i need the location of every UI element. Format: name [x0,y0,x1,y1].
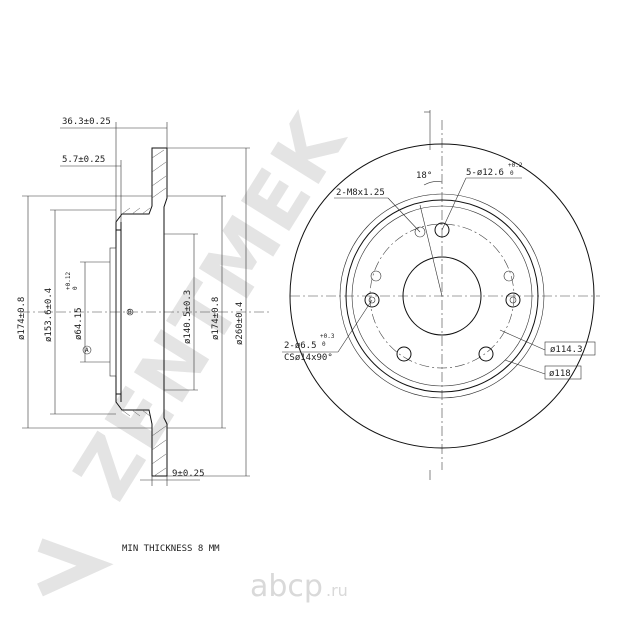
datum-a-marker [82,345,92,355]
datum-a-label: A [85,347,89,354]
d174-left-label: ø174±0.8 [17,297,27,340]
pcd-box [544,341,596,356]
angle-arc [423,181,443,186]
angle-label: 18° [416,171,432,181]
pcd-label: ø114.3 [550,345,583,355]
hat-outer-ring [345,199,539,393]
disc-outer-edge [289,143,595,449]
bolt-hole [364,292,380,308]
leader-holes-5 [441,177,467,231]
d174-right-label: ø174±0.8 [211,297,221,340]
holes-5-label: 5-ø12.6 [466,168,504,178]
d140-label: ø140.5±0.3 [183,290,193,344]
datum-b-marker [126,308,134,316]
d64-label: ø64.15 [74,307,84,340]
datum-b-label: B [128,309,132,316]
threaded-hole [414,226,426,238]
d118-box [544,365,582,380]
bolt-hole [396,346,412,362]
holes-2-tol-lower: 0 [322,341,326,348]
d64-tol-upper: +0.12 [65,272,72,290]
holes-2-label: 2-ø6.5 [284,341,317,351]
bolt-hole [478,346,494,362]
holes-5-tol-upper: +0.2 [508,162,523,169]
leader-threads [387,197,421,233]
front-view: 18° 5-ø12.6 +0.2 0 2-M8x1.25 2-ø6.5 +0.3… [282,110,600,480]
overall-thickness-label: 36.3±0.25 [62,117,111,127]
friction-inner-ring [339,193,545,399]
hat-step-ring [351,205,533,387]
watermark-chevron-icon [37,538,114,597]
leader-pcd [499,329,546,351]
threaded-hole [503,270,515,282]
bolt-hole [505,292,521,308]
holes-5-tol-lower: 0 [510,170,514,177]
angle-ray [419,204,443,297]
holes-2-tol-upper: +0.3 [320,333,335,340]
hub-bore [109,247,117,377]
side-section-view: B A 36.3±0.25 5.7±0.25 9±0.25 ø174±0.8 ø… [17,117,270,486]
store-logo: abcp .ru [250,569,348,604]
disc-section-outline [115,147,168,477]
threads-label: 2-M8x1.25 [336,188,385,198]
d260-label: ø260±0.4 [235,302,245,345]
d118-label: ø118 [549,369,571,379]
csk-label: CSø14x90° [284,353,333,363]
store-logo-tld: .ru [326,581,348,600]
leader-d118 [504,359,546,375]
threaded-holes [370,226,515,282]
bolt-circle [369,223,515,369]
min-thickness-note: MIN THICKNESS 8 MM [122,544,220,554]
center-bore [402,256,482,336]
bolt-hole [434,222,450,238]
store-logo-text: abcp [250,569,323,604]
threaded-hole [370,270,382,282]
d64-tol-lower: 0 [72,286,79,290]
hat-thickness-label: 5.7±0.25 [62,155,105,165]
disc-thickness-label: 9±0.25 [172,469,205,479]
wheel-bolt-holes [364,222,521,362]
leader-holes-2 [337,299,373,353]
hat-inner-face [116,222,122,402]
section-hatching [121,149,167,477]
d153-label: ø153.6±0.4 [44,288,54,342]
